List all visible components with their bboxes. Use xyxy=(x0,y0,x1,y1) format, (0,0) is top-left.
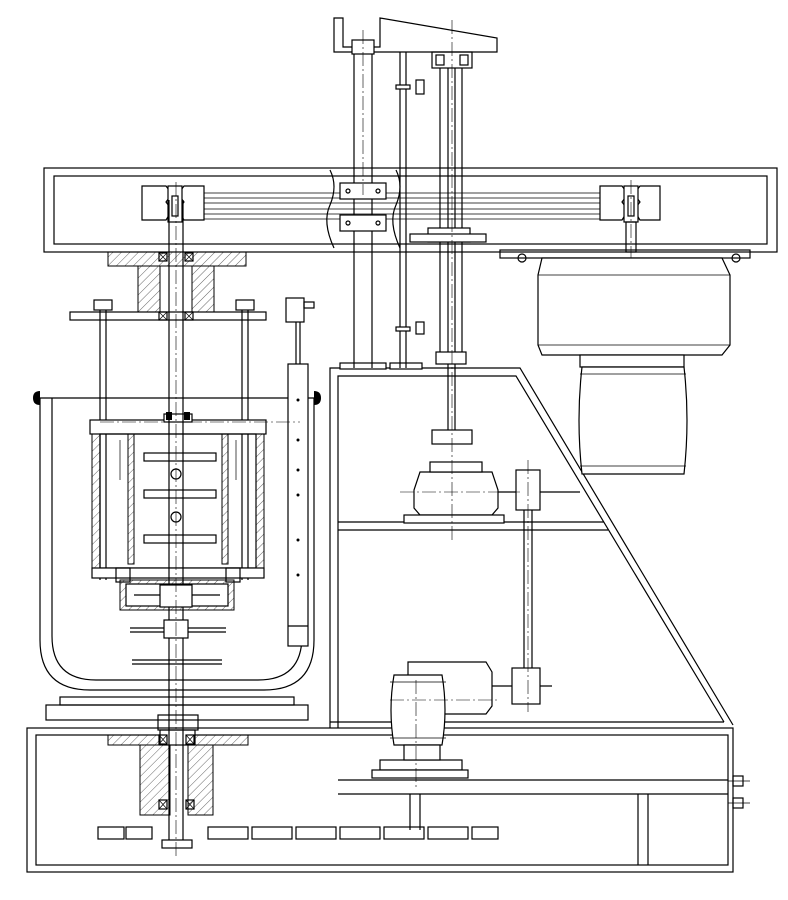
right-pulley xyxy=(599,185,661,253)
lift-column xyxy=(326,17,498,430)
lower-motor xyxy=(371,661,552,779)
tie-rods xyxy=(93,299,255,580)
bearing-icon xyxy=(158,734,195,810)
upper-motor xyxy=(499,249,751,475)
mixer-vessel xyxy=(33,391,321,691)
gearbox-upper xyxy=(403,429,580,670)
base-fastener xyxy=(728,775,750,809)
chain-sprocket xyxy=(97,826,499,849)
center-lines xyxy=(100,20,632,858)
left-pulley xyxy=(141,185,205,223)
upper-bearing-housing xyxy=(69,251,267,321)
lower-bearing-housing xyxy=(107,714,249,816)
dip-tube xyxy=(285,297,315,647)
top-crossbeam xyxy=(43,167,778,253)
mixer-base-platform xyxy=(45,696,309,721)
base-frame xyxy=(26,727,734,873)
